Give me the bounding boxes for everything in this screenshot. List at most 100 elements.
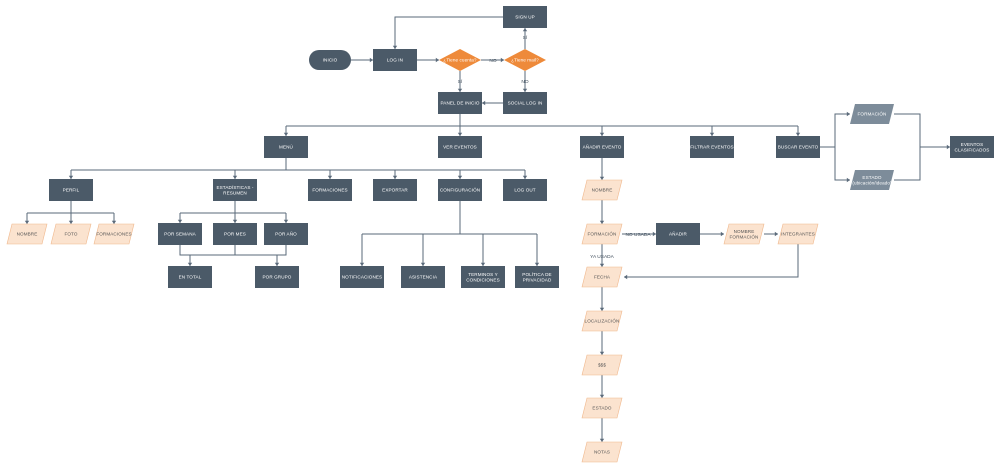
node-por-semana: POR SEMANA — [158, 223, 202, 245]
node-label: SOCIAL LOG IN — [508, 101, 543, 106]
node-configuracion: CONFIGURACIÓN — [438, 179, 482, 201]
node-shape — [503, 6, 547, 28]
connector-buscar-to-formacion — [834, 113, 850, 147]
node-shape — [401, 266, 445, 288]
arrowhead-localizacion-to-dinero — [599, 351, 605, 355]
node-label: NOMBRE — [592, 188, 613, 193]
node-shape — [503, 92, 547, 114]
node-shape — [776, 136, 820, 158]
node-label: INTEGRANTES — [781, 232, 815, 237]
node-shape — [438, 179, 482, 201]
arrowhead-menu-to-perfil — [68, 175, 74, 179]
label-no-mail: NO — [521, 79, 528, 85]
arrowhead-bus-to-anadir — [599, 132, 605, 136]
connector-estado-to-clasificados — [894, 147, 921, 181]
arrowhead-bus-to-buscar — [795, 132, 801, 136]
arrowhead-anadir-to-nombre — [599, 176, 605, 180]
node-label: INICIO — [323, 58, 338, 63]
arrowhead-join-to-grupo — [274, 262, 280, 266]
node-shape — [580, 136, 624, 158]
label-si-signup: SÍ — [523, 34, 528, 41]
arrowhead-config-to-terminos — [480, 262, 486, 266]
node-integrantes: INTEGRANTES — [777, 223, 819, 245]
node-tiene-cuenta: ¿Tiene cuenta? — [439, 49, 481, 71]
node-label: FORMACIONES — [96, 232, 131, 237]
arrowhead-estado-to-notas — [599, 438, 605, 442]
node-dinero: $$$ — [581, 354, 623, 376]
node-shape — [656, 223, 700, 245]
arrowhead-login-to-tiene-cuenta — [435, 57, 439, 63]
arrowhead-menu-to-logout — [522, 175, 528, 179]
node-menu: MENÚ — [264, 136, 308, 158]
node-filtrar-eventos: FILTRAR EVENTOS — [690, 136, 734, 158]
node-shape — [581, 354, 623, 376]
node-por-mes: POR MES — [213, 223, 257, 245]
node-label: FORMACIONES — [312, 188, 347, 193]
arrowhead-join-to-total — [187, 262, 193, 266]
arrowhead-tiene-cuenta-to-tiene-mail — [500, 57, 504, 63]
node-shape — [581, 397, 623, 419]
node-label: POR SEMANA — [164, 232, 196, 237]
connector-signup-to-login — [394, 16, 503, 49]
arrowhead-inicio-to-login — [369, 57, 373, 63]
arrowhead-signup-to-login — [392, 45, 398, 49]
node-label: AÑADIR — [669, 231, 688, 237]
connector-formacion-to-clasificados — [894, 113, 950, 148]
arrowhead-config-to-politica — [534, 262, 540, 266]
node-en-total: EN TOTAL — [168, 266, 212, 288]
node-label: LOCALIZACIÓN — [585, 318, 620, 324]
node-label: PANEL DE INICIO — [440, 101, 479, 106]
node-label: ASISTENCIA — [409, 275, 438, 280]
node-shape — [581, 441, 623, 463]
arrowhead-dinero-to-estado — [599, 394, 605, 398]
node-label: CONFIGURACIÓN — [440, 187, 480, 193]
node-shape — [438, 92, 482, 114]
node-formacion-filter: FORMACIÓN — [850, 104, 894, 124]
label-no-usada: NO USADA — [625, 232, 651, 238]
arrowhead-config-to-asist — [420, 262, 426, 266]
node-label: FILTRAR EVENTOS — [690, 145, 733, 150]
arrowhead-perfil-to-formaciones — [111, 220, 117, 224]
arrowhead-integrantes-to-fecha — [624, 274, 628, 280]
node-label: ESTADO — [862, 175, 881, 180]
node-label: NOTAS — [594, 450, 610, 455]
node-exportar: EXPORTAR — [373, 179, 417, 201]
node-label: PRIVACIDAD — [523, 277, 552, 282]
node-ver-eventos: VER EVENTOS — [438, 136, 482, 158]
arrowhead-menu-to-configuracion — [457, 175, 463, 179]
node-label: (ubicación/ideado) — [852, 180, 892, 185]
node-shape — [581, 266, 623, 288]
arrowhead-tiene-cuenta-to-panel — [457, 88, 463, 92]
node-shape — [255, 266, 299, 288]
arrowhead-bus-to-ver — [457, 132, 463, 136]
node-panel-inicio: PANEL DE INICIO — [438, 92, 482, 114]
node-shape — [438, 136, 482, 158]
node-label: FORMACIÓN — [730, 233, 759, 239]
node-por-ano: POR AÑO — [264, 223, 308, 245]
node-shape — [950, 136, 994, 158]
arrowhead-formacion-to-clasificados — [946, 144, 950, 150]
label-no-cuenta: NO — [489, 58, 496, 64]
node-notas: NOTAS — [581, 441, 623, 463]
node-shape — [777, 223, 819, 245]
node-label: POR MES — [224, 232, 246, 237]
node-estado-filter: ESTADO(ubicación/ideado) — [850, 170, 894, 190]
node-shape — [373, 49, 417, 71]
node-shape — [439, 49, 481, 71]
node-shape — [213, 179, 257, 201]
connector-estad-join — [179, 245, 287, 256]
node-estado: ESTADO — [581, 397, 623, 419]
arrowhead-nombre-to-formacion — [599, 220, 605, 224]
node-label: FECHA — [594, 275, 611, 280]
node-formacion-evento: FORMACIÓN — [581, 223, 623, 245]
node-label: POR AÑO — [275, 231, 297, 237]
arrowhead-tiene-mail-to-signup — [522, 28, 528, 32]
arrowhead-anadir-to-nombreform — [720, 231, 724, 237]
node-shape — [850, 104, 894, 124]
node-shape — [723, 223, 765, 245]
arrowhead-perfil-to-nombre — [24, 220, 30, 224]
node-shape — [504, 49, 546, 71]
